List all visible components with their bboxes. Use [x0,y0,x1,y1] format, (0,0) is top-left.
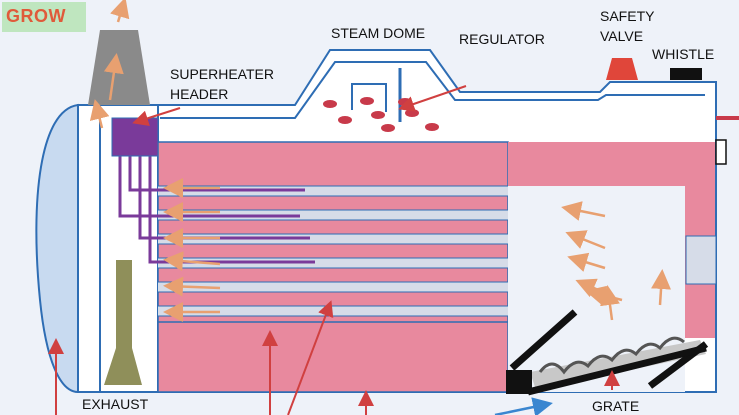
brand-logo: GROW [2,2,86,32]
label-safety-valve-line2: VALVE [600,28,644,44]
blue-air-arrow [494,397,553,415]
whistle [670,68,702,80]
coal-wave [538,336,685,375]
firebox-door [685,235,717,285]
side-bracket [715,139,727,165]
chimney-smoke-arrows [89,0,130,129]
superheater-elements [118,155,315,264]
label-superheater-header-line2: HEADER [170,86,229,102]
exhaust-pipe [104,260,142,385]
safety-valve [606,58,638,80]
regulator-box [351,83,387,112]
label-superheater-header-line1: SUPERHEATER [170,66,274,82]
label-whistle: WHISTLE [652,46,715,62]
red-arrows [48,85,620,415]
brand-text: GROW [6,6,66,26]
label-regulator: REGULATOR [459,31,545,47]
label-safety-valve-line1: SAFETY [600,8,655,24]
label-grate: GRATE [592,398,640,414]
smokebox-door [35,103,79,394]
label-exhaust: EXHAUST [82,396,149,412]
chimney [88,30,150,105]
superheater-header-box [111,117,159,157]
firebox-gas-arrows [561,201,672,321]
flue-gas-arrows [163,178,221,322]
boiler-inner-line [160,61,705,119]
ash-pan [506,370,532,394]
firebox-top [508,142,715,186]
label-steam-dome: STEAM DOME [331,25,426,41]
